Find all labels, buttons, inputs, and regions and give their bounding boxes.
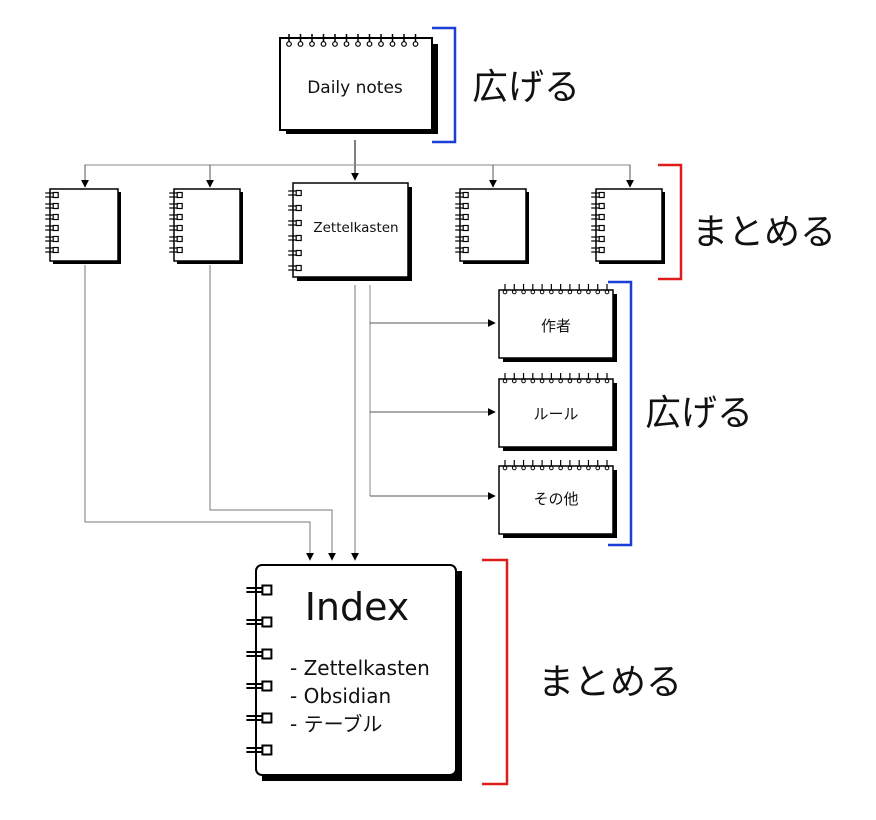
zettelkasten-card: Zettelkasten (288, 182, 412, 281)
topic-bracket (608, 280, 633, 547)
note-card-1 (45, 188, 121, 264)
note-card-5 (591, 188, 665, 264)
topic-note-title: その他 (533, 490, 578, 508)
topic-note-1: 作者 (498, 284, 617, 362)
connector-note-1-index (84, 265, 314, 561)
side-spiral-icon (591, 191, 605, 254)
middle-bracket (658, 163, 683, 281)
index-item: - テーブル (290, 712, 382, 736)
connector-top-branch (84, 164, 631, 185)
connector-note-2-index (209, 265, 336, 561)
topic-note-3: その他 (498, 460, 617, 538)
card-body (279, 37, 433, 131)
side-spiral-icon (169, 191, 183, 254)
spiral-binding-icon (286, 34, 419, 47)
note-card-2 (169, 188, 243, 264)
zettelkasten-title: Zettelkasten (313, 220, 398, 236)
index-item: - Zettelkasten (290, 656, 430, 680)
daily-notes-title: Daily notes (307, 78, 403, 98)
spiral-binding-icon (502, 284, 610, 295)
topic-note-title: ルール (533, 405, 578, 423)
note-card-4 (455, 188, 529, 264)
middle-bracket-label: まとめる (692, 212, 836, 253)
topic-note-2: ルール (498, 373, 617, 451)
index-bracket-label: まとめる (538, 662, 682, 703)
side-spiral-icon (45, 191, 59, 254)
index-bracket (482, 558, 509, 786)
index-title: Index (305, 585, 410, 629)
side-spiral-icon (246, 584, 273, 756)
index-item: - Obsidian (290, 684, 391, 708)
topic-note-title: 作者 (541, 317, 571, 335)
side-spiral-icon (288, 189, 302, 272)
topic-bracket-label: 広げる (645, 393, 753, 434)
spiral-binding-icon (502, 373, 610, 384)
top-bracket-label: 広げる (472, 67, 580, 108)
daily-notes-card: Daily notes (279, 34, 438, 134)
index-card: Index - Zettelkasten - Obsidian - テーブル (246, 564, 462, 781)
spiral-binding-icon (502, 460, 610, 471)
top-bracket (432, 26, 457, 144)
connector-lines (81, 140, 634, 561)
side-spiral-icon (455, 191, 469, 254)
